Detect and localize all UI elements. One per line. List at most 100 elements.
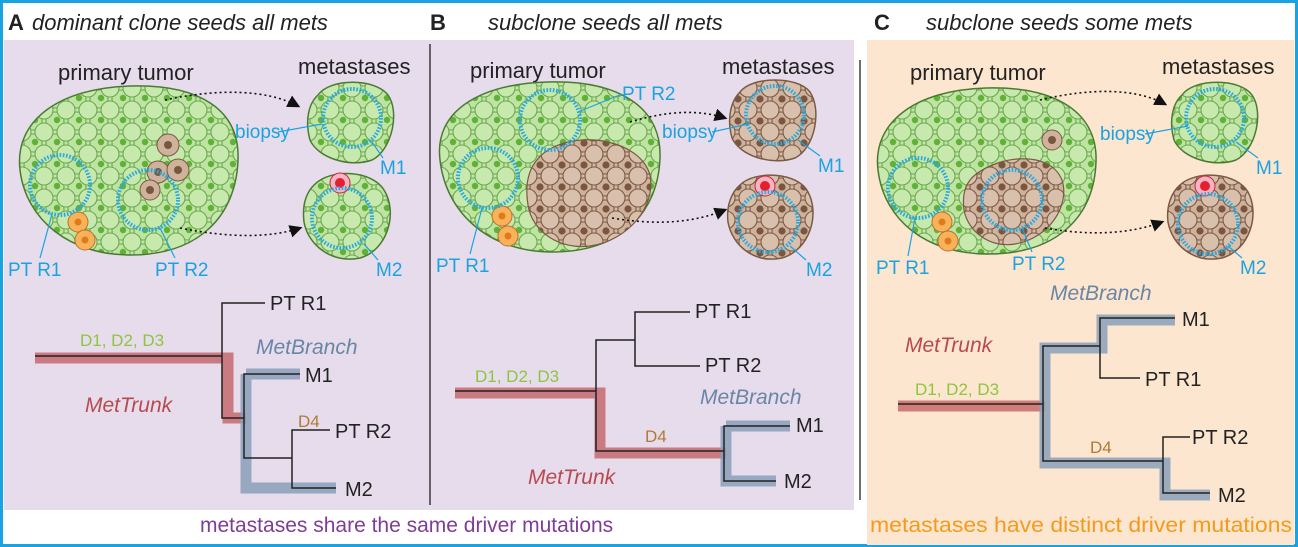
met-trunk-label: MetTrunk <box>528 466 617 489</box>
m1-leader <box>371 141 384 159</box>
met-trunk-label: MetTrunk <box>905 334 994 357</box>
biopsy-region-m2 <box>736 190 800 254</box>
biopsy-leader <box>711 123 749 133</box>
pt-r2-label: PT R2 <box>155 260 209 281</box>
biopsy-region-m2 <box>310 186 374 250</box>
biopsy-region-pt-r1 <box>456 146 520 210</box>
leaf-m2: M2 <box>345 479 373 501</box>
met-branch-label: MetBranch <box>256 336 358 359</box>
pt-r2-leader <box>159 227 176 259</box>
d4-label: D4 <box>298 412 320 431</box>
panel-a: A dominant clone seeds all mets primary … <box>8 10 411 501</box>
metastases-label: metastases <box>722 54 835 79</box>
d4-label: D4 <box>645 427 667 446</box>
phylogenetic-tree <box>35 302 336 494</box>
panel-title: dominant clone seeds all mets <box>32 10 328 35</box>
leaf-m2: M2 <box>1218 485 1246 507</box>
brown-subclone <box>962 158 1065 246</box>
m1-label: M1 <box>1256 158 1282 179</box>
biopsy-label: biopsy <box>1100 124 1155 145</box>
footer-shared: metastases share the same driver mutatio… <box>200 514 613 537</box>
biopsy-region-pt-r1 <box>28 153 92 217</box>
panel-title: subclone seeds all mets <box>488 10 723 35</box>
biopsy-label: biopsy <box>662 122 717 143</box>
met-branch-label: MetBranch <box>700 386 802 409</box>
seeding-arrow-m1 <box>1039 90 1168 106</box>
metastasis-m2 <box>1166 174 1254 260</box>
biopsy-region-m2 <box>1176 192 1240 256</box>
pt-r1-label: PT R1 <box>876 258 930 279</box>
metastasis-m1 <box>728 79 817 162</box>
primary-tumor-label: primary tumor <box>58 60 194 85</box>
footer-distinct: metastases have distinct driver mutation… <box>870 514 1292 537</box>
biopsy-region-m1 <box>1184 87 1246 149</box>
biopsy-region-m1 <box>321 87 383 149</box>
leaf-m1: M1 <box>796 415 824 437</box>
m2-leader <box>363 243 379 261</box>
pt-r1-label: PT R1 <box>436 256 490 277</box>
orange-subclone <box>931 211 959 252</box>
panel-letter: A <box>8 10 24 35</box>
panel-letter: B <box>430 10 446 35</box>
leaf-m1: M1 <box>305 365 333 387</box>
leaf-pt-r1: PT R1 <box>1145 369 1201 391</box>
panel-c: C subclone seeds some mets primary tumor… <box>874 10 1282 507</box>
m2-label: M2 <box>806 260 832 281</box>
leaf-pt-r2: PT R2 <box>335 421 391 443</box>
m1-leader <box>1235 141 1259 159</box>
pt-r1-leader <box>469 207 483 255</box>
tree-lines <box>898 317 1210 494</box>
drivers-label: D1, D2, D3 <box>80 331 164 350</box>
d4-label: D4 <box>1090 438 1112 457</box>
m1-leader <box>797 139 821 157</box>
seeding-arrow-m2 <box>179 225 303 238</box>
metastases-label: metastases <box>298 54 411 79</box>
primary-tumor-label: primary tumor <box>910 60 1046 85</box>
biopsy-region-pt-r1 <box>886 156 950 220</box>
leaf-pt-r2: PT R2 <box>705 355 761 377</box>
orange-subclone <box>491 205 519 247</box>
m2-leader <box>1227 245 1243 259</box>
leaf-m1: M1 <box>1182 309 1210 331</box>
m1-label: M1 <box>380 158 406 179</box>
tree-lines <box>35 302 336 489</box>
phylogenetic-tree <box>455 311 790 487</box>
biopsy-region-pt-r2 <box>518 88 582 152</box>
pt-r2-leader <box>1021 227 1033 253</box>
met-trunk-band <box>455 387 726 459</box>
biopsy-region-pt-r2 <box>980 168 1044 232</box>
red-cell <box>754 175 776 197</box>
seeding-arrow-m1 <box>164 91 301 108</box>
brown-subclone <box>526 139 652 248</box>
primary-tumor-label: primary tumor <box>470 58 606 83</box>
met-branch-band <box>1039 314 1210 501</box>
orange-subclone <box>67 211 96 251</box>
biopsy-leader <box>277 123 323 133</box>
pt-r2-label: PT R2 <box>1012 254 1066 275</box>
drivers-label: D1, D2, D3 <box>915 380 999 399</box>
biopsy-label: biopsy <box>235 122 290 143</box>
leaf-m2: M2 <box>784 471 812 493</box>
pt-r2-leader <box>577 93 623 113</box>
pt-r2-label: PT R2 <box>622 84 676 105</box>
drivers-label: D1, D2, D3 <box>475 367 559 386</box>
biopsy-leader <box>1144 125 1189 135</box>
pt-r1-label: PT R1 <box>8 260 62 281</box>
metastasis-m2 <box>726 174 814 260</box>
pt-r1-leader <box>907 217 916 257</box>
brown-cell <box>1041 129 1063 151</box>
biopsy-region-m1 <box>744 84 806 146</box>
metastases-label: metastases <box>1162 54 1275 79</box>
met-branch-label: MetBranch <box>1050 282 1152 305</box>
m2-label: M2 <box>376 260 402 281</box>
leaf-pt-r1: PT R1 <box>270 293 326 315</box>
leaf-pt-r1: PT R1 <box>695 301 751 323</box>
tree-lines <box>455 311 790 482</box>
panel-letter: C <box>874 10 890 35</box>
biopsy-region-pt-r2 <box>116 168 180 232</box>
primary-tumor <box>18 85 239 256</box>
pt-r1-leader <box>39 213 53 259</box>
m1-label: M1 <box>818 156 844 177</box>
m2-leader <box>789 245 807 261</box>
